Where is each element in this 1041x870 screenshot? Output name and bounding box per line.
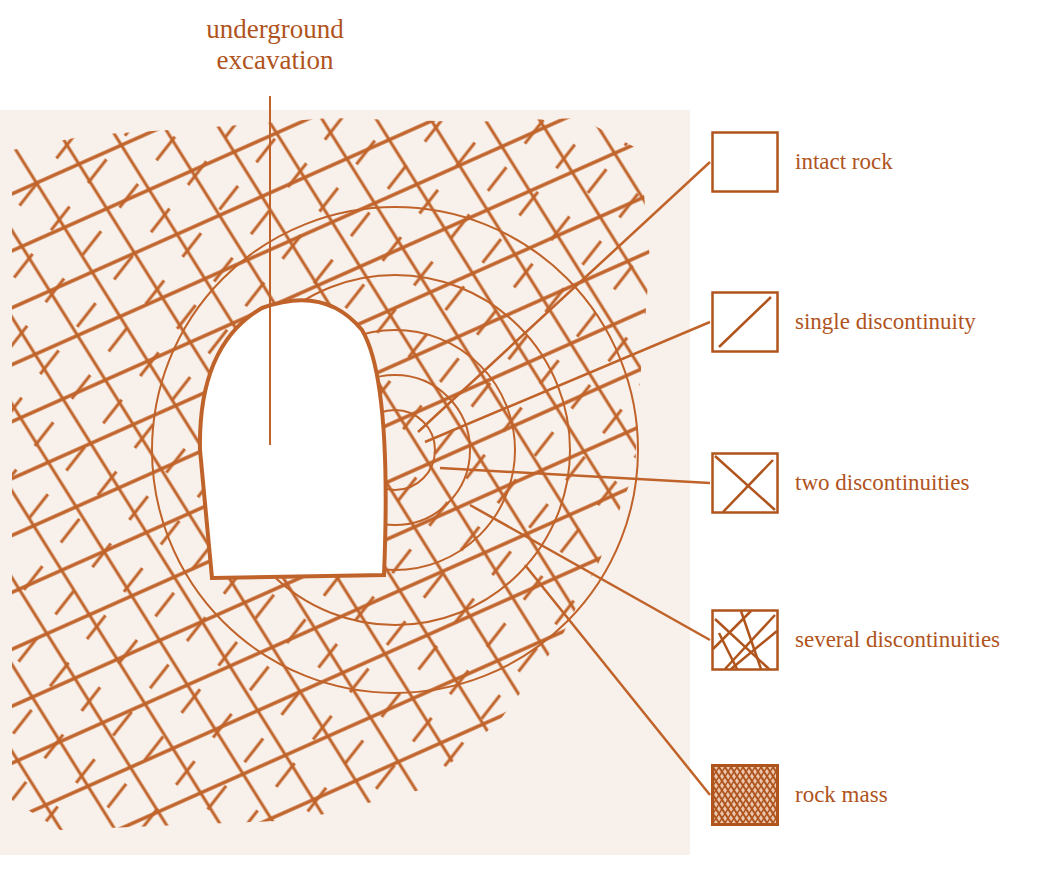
legend-text: two discontinuities: [795, 470, 969, 496]
leader-lines: [418, 162, 710, 795]
legend-text: single discontinuity: [795, 309, 976, 335]
legend-swatch: [711, 609, 779, 671]
legend-item: several discontinuities: [711, 609, 1000, 671]
excavation-outline: [200, 300, 386, 578]
legend-item: single discontinuity: [711, 291, 976, 353]
legend-item: rock mass: [711, 764, 888, 826]
legend-text: rock mass: [795, 782, 888, 808]
joint-sets: [0, 100, 700, 860]
legend-swatch: [711, 131, 779, 193]
callout-label: underground excavation: [190, 14, 360, 76]
legend-swatch: [711, 764, 779, 826]
leader-line: [269, 96, 271, 445]
legend-swatch: [711, 452, 779, 514]
legend-swatch: [711, 291, 779, 353]
legend-text: intact rock: [795, 149, 893, 175]
legend-text: several discontinuities: [795, 627, 1000, 653]
legend-item: intact rock: [711, 131, 893, 193]
legend-item: two discontinuities: [711, 452, 969, 514]
zone-rings: [152, 207, 638, 693]
